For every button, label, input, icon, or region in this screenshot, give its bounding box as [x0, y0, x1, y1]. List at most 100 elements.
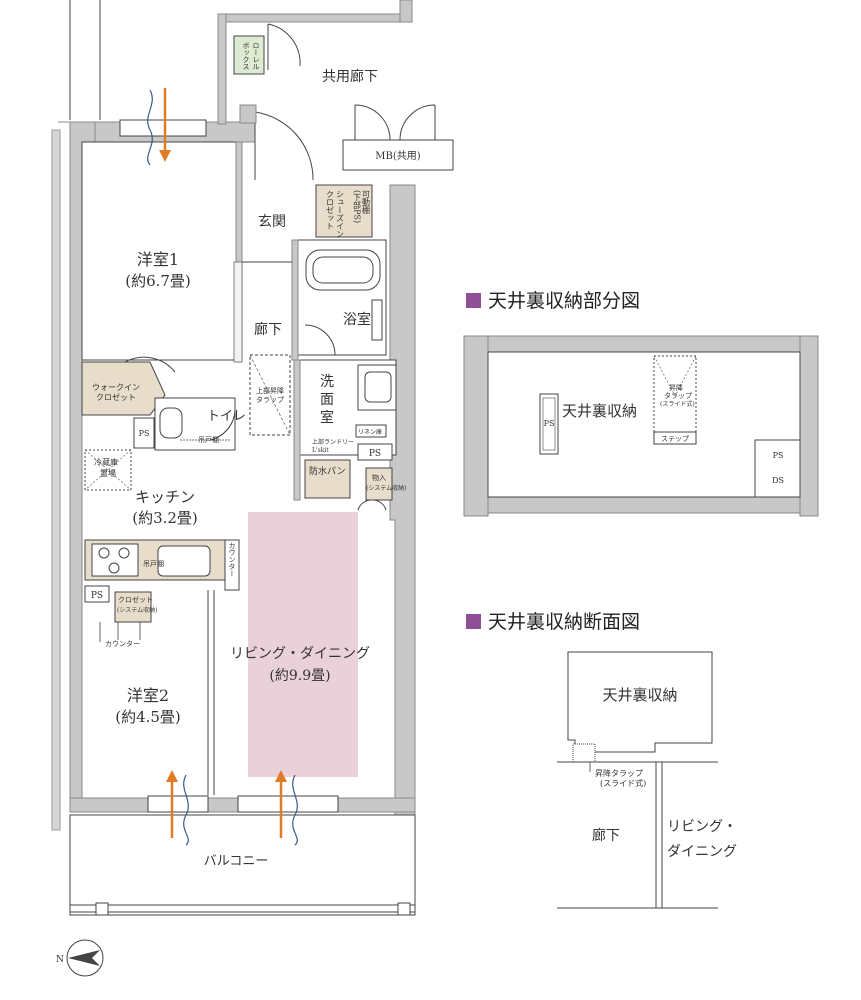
- ps3-box: [84, 585, 110, 603]
- attic-clap-label: 上部昇降: [256, 386, 284, 395]
- mb-common-box: [342, 139, 454, 171]
- counter-label: カウンター: [228, 542, 236, 577]
- balcony-label: バルコニー: [204, 854, 269, 869]
- common-corridor-label: 共用廊下: [322, 68, 378, 85]
- attic-step-label: ステップ: [661, 435, 689, 443]
- section-living-label1: リビング・: [667, 819, 737, 835]
- mb-common-label: MB(共用): [375, 150, 420, 162]
- closet-bar-w1: [233, 261, 243, 363]
- storage-box: [365, 467, 393, 501]
- fridge-label: 冷蔵庫: [94, 457, 118, 467]
- bathtub-inner: [312, 256, 374, 284]
- sink: [157, 545, 211, 577]
- section-clap-label1: 昇降タラップ: [595, 768, 643, 778]
- north-arrow-icon: N: [56, 939, 104, 977]
- attic-wall-left: [463, 335, 489, 517]
- hanging-shelf-label: 吊戸棚: [198, 435, 219, 444]
- shoes-closet: [315, 184, 373, 238]
- stove: [91, 543, 139, 577]
- roll-box-text-2: ボックス: [242, 42, 250, 70]
- ps2-box: [357, 443, 393, 461]
- north-label: N: [56, 955, 64, 965]
- attic-section-title: 天井裏収納断面図: [488, 611, 640, 633]
- bath-bench: [371, 299, 383, 341]
- living-name: リビング・ダイニング: [230, 646, 370, 662]
- wic-door: [124, 356, 176, 373]
- kitchen-counter-ext: [224, 539, 240, 591]
- top-door-arc: [267, 23, 301, 70]
- storage-door: [357, 499, 387, 511]
- window-top: [119, 119, 207, 137]
- washroom-label2: 面: [320, 392, 334, 408]
- vent-arrow-top: [147, 88, 171, 166]
- entrance-door-arc: [254, 111, 314, 181]
- outdoor-unit2: [397, 902, 411, 916]
- washroom-label: 洗: [320, 374, 334, 390]
- roll-box-text-1: ローレル: [252, 42, 260, 70]
- western1-size: (約6.7畳): [125, 272, 191, 290]
- attic-ps-inner: [542, 397, 556, 451]
- western2-name: 洋室2: [127, 686, 169, 705]
- wash-basin-inner: [364, 371, 392, 403]
- toilet-bowl: [159, 407, 183, 439]
- storage-label: 物入: [372, 473, 386, 482]
- roll-box-text: ローレル ボックス: [242, 42, 260, 70]
- attic-plan-title-marker: [466, 293, 481, 308]
- attic-clap-box: [653, 355, 697, 433]
- attic-wall-right: [799, 335, 819, 517]
- storage-label2: (システム収納): [366, 484, 407, 492]
- waterproof-pan: [304, 459, 351, 499]
- section-hallway-label: 廊下: [592, 827, 620, 844]
- section-living-label2: ダイニング: [667, 844, 737, 860]
- attic-clap-label1: 昇降: [669, 383, 683, 392]
- waterproof-pan-label: 防水パン: [309, 465, 345, 477]
- attic-clap-label3: (スライド式): [660, 400, 695, 408]
- ps1-label: PS: [139, 429, 150, 438]
- closet2-door: [117, 622, 141, 640]
- section-clap-hatch: [572, 743, 596, 763]
- entrance-label: 玄関: [258, 213, 286, 230]
- main-floor-plan: ローレル ボックス 共用廊下 MB(共用) シューズイン クロゼット 可動棚 (…: [51, 0, 454, 977]
- window-bottom-right: [237, 795, 339, 813]
- western2-size: (約4.5畳): [115, 708, 181, 726]
- attic-section-outline: [567, 651, 713, 753]
- vent-arrow-bottom-right: [275, 770, 298, 846]
- burner-icons: [98, 547, 130, 574]
- entrance-wall: [239, 104, 257, 124]
- living-size: (約9.9畳): [269, 668, 330, 684]
- toilet-door: [209, 409, 236, 441]
- roll-box: [233, 35, 265, 75]
- mb-door-arc-left: [354, 104, 391, 141]
- attic-storage-label: 天井裏収納: [562, 402, 637, 420]
- washroom-label3: 室: [320, 409, 334, 426]
- fridge-label2: 置場: [100, 468, 116, 478]
- outdoor-unit: [95, 902, 109, 916]
- linen-box: [355, 424, 387, 438]
- attic-plan-title: 天井裏収納部分図: [488, 290, 640, 312]
- attic-section: 天井裏収納断面図 天井裏収納 昇降タラップ (スライド式) 廊下 リビング・ ダ…: [466, 611, 737, 909]
- ps3-label: PS: [91, 591, 103, 601]
- mb-door-arc-right: [399, 104, 436, 141]
- western1-name: 洋室1: [137, 250, 179, 269]
- attic-interior: [487, 351, 801, 498]
- attic-ps2-label: PS: [773, 451, 784, 460]
- ps2-label: PS: [369, 449, 381, 459]
- attic-wall-top: [487, 335, 801, 353]
- attic-plan: 天井裏収納部分図 PS 天井裏収納 昇降 タラップ (スライド式) ステップ P…: [463, 290, 819, 517]
- closet-label2: (システム収納): [117, 606, 158, 614]
- kitchen-name: キッチン: [135, 488, 195, 506]
- shoes-closet-label: シューズイン: [336, 190, 345, 238]
- hallway-label: 廊下: [254, 321, 282, 338]
- attic-ps-label: PS: [544, 419, 555, 428]
- attic-wall-bottom: [487, 496, 801, 514]
- laundry-label2: L'skit: [312, 447, 329, 454]
- toilet-label: トイレ: [207, 409, 246, 424]
- vent-arrow-bottom-left: [166, 770, 189, 846]
- wic-label2: クロゼット: [96, 392, 136, 402]
- wic-label: ウォークイン: [92, 383, 140, 392]
- living-highlight: [248, 512, 358, 777]
- linen-label: リネン庫: [358, 428, 382, 436]
- top-corridor-wall: [217, 13, 411, 23]
- bath-wall-left: [291, 239, 299, 361]
